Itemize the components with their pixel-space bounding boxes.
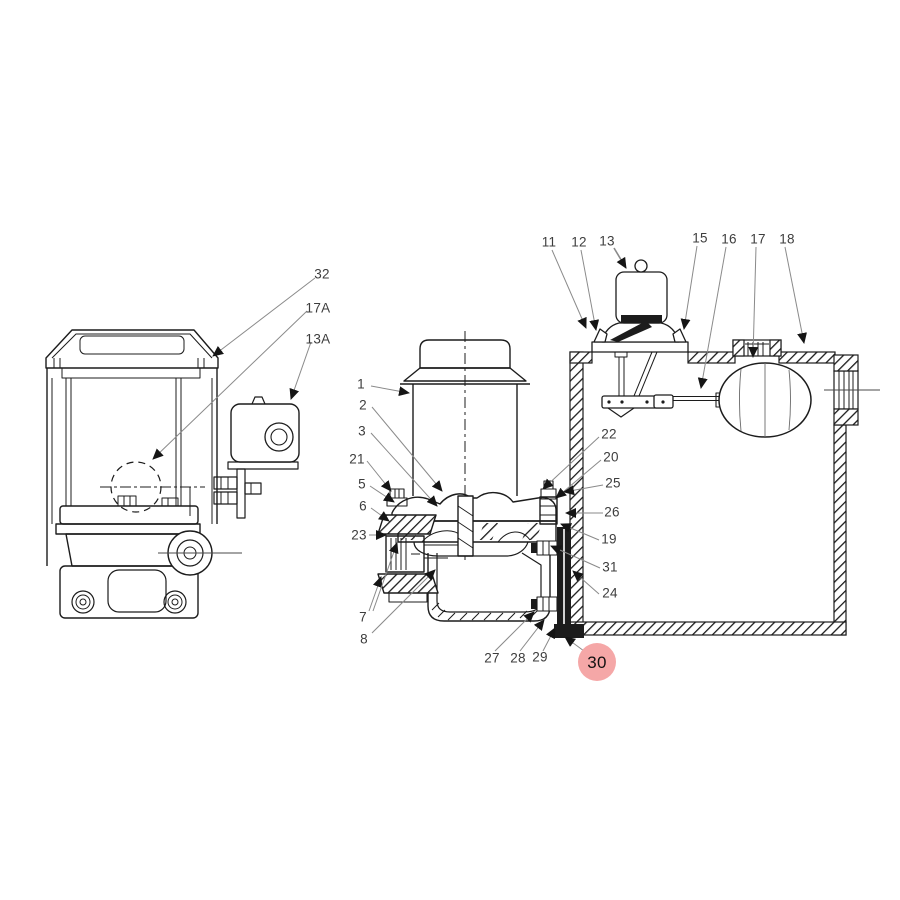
callout-29: 29 <box>532 649 548 665</box>
pump-motor-drawing <box>377 331 584 638</box>
callout-17: 17 <box>750 231 766 247</box>
tank-drawing <box>569 339 880 636</box>
callout-6: 6 <box>359 498 367 514</box>
callout-27: 27 <box>484 650 500 666</box>
callout-13A: 13A <box>305 331 331 347</box>
callout-28: 28 <box>510 650 526 666</box>
callout-7: 7 <box>359 609 367 625</box>
callout-1: 1 <box>357 376 365 392</box>
callout-26: 26 <box>604 504 620 520</box>
callout-21: 21 <box>349 451 365 467</box>
callout-13: 13 <box>599 233 615 249</box>
callout-8: 8 <box>360 631 368 647</box>
callout-12: 12 <box>571 234 587 250</box>
callout-31: 31 <box>602 559 618 575</box>
left-assembly-drawing <box>45 329 300 619</box>
callout-19: 19 <box>601 531 617 547</box>
callout-30-highlighted[interactable]: 30 <box>578 643 616 681</box>
callout-15: 15 <box>692 230 708 246</box>
leader-lines <box>152 245 807 652</box>
callout-22: 22 <box>601 426 617 442</box>
callout-24: 24 <box>602 585 618 601</box>
callout-2: 2 <box>359 397 367 413</box>
callout-25: 25 <box>605 475 621 491</box>
callout-11: 11 <box>541 234 557 250</box>
callout-5: 5 <box>358 476 366 492</box>
callout-20: 20 <box>603 449 619 465</box>
callout-16: 16 <box>721 231 737 247</box>
callout-17A: 17A <box>305 300 331 316</box>
callout-32: 32 <box>314 266 330 282</box>
callout-18: 18 <box>779 231 795 247</box>
callout-23: 23 <box>351 527 367 543</box>
callout-3: 3 <box>358 423 366 439</box>
float-switch-drawing <box>591 259 812 438</box>
